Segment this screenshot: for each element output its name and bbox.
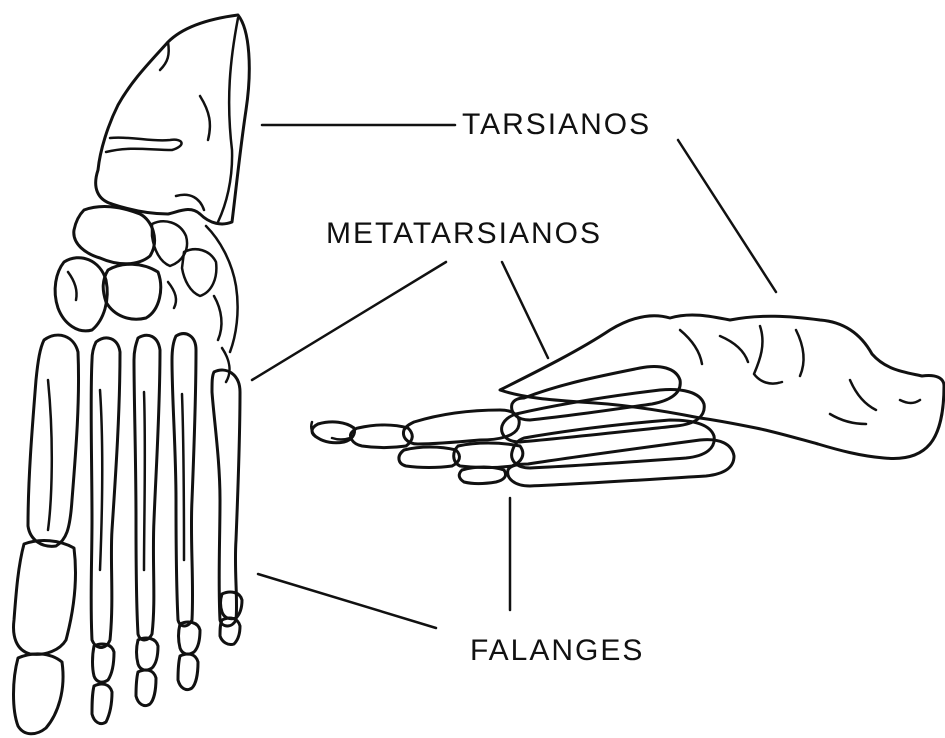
- foot-top-view: [14, 15, 250, 734]
- metatarsianos-leader-left: [252, 262, 446, 380]
- metatarsianos-leader-right: [502, 262, 548, 358]
- leader-lines: [252, 125, 776, 628]
- tarsianos-leader-right: [678, 140, 776, 292]
- side-view-metatarsals: [502, 367, 734, 487]
- label-metatarsianos: METATARSIANOS: [326, 217, 602, 251]
- top-view-metatarsals: [28, 334, 240, 648]
- label-falanges: FALANGES: [470, 634, 644, 668]
- label-tarsianos: TARSIANOS: [462, 108, 651, 142]
- foot-side-view: [311, 315, 944, 486]
- falanges-leader-left: [258, 574, 436, 628]
- top-view-phalanges: [14, 541, 243, 734]
- side-view-phalanges: [311, 410, 523, 484]
- top-view-tarsal-bones: [55, 15, 249, 382]
